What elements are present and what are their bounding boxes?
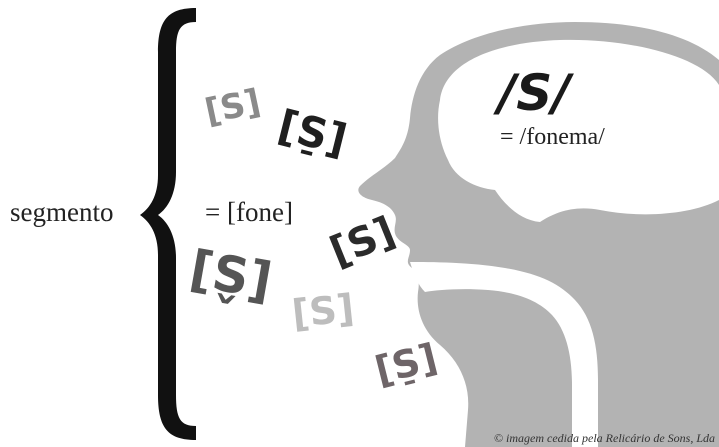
vocal-tract [410,262,598,447]
phone-symbol-5: [S] [289,285,357,337]
brain-region [438,39,719,223]
segment-label: segmento [10,197,114,227]
phone-symbol-1: [S] [201,81,265,133]
phoneme-symbol: /S/ [498,64,571,122]
phoneme-equivalence: = /fonema/ [500,124,605,150]
image-credit: © imagem cedida pela Relicário de Sons, … [493,431,715,445]
curly-brace [140,8,196,440]
phone-equivalence: = [fone] [205,197,293,227]
phone-symbol-4: [S̬] [185,239,277,311]
